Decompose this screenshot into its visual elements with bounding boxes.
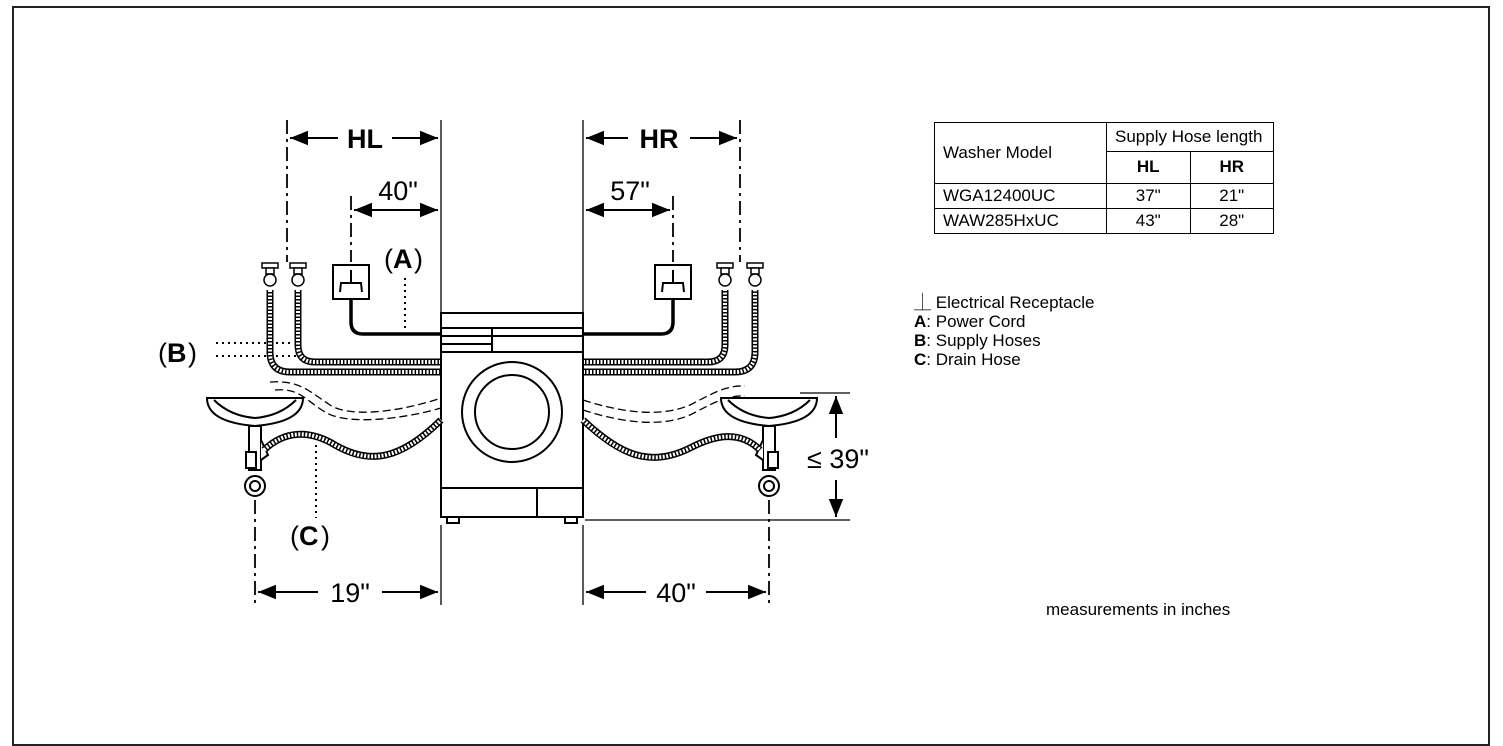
callout-c-paren-r: ) <box>321 521 330 551</box>
height-dim: ≤ 39" <box>807 444 869 474</box>
header-hose-length: Supply Hose length <box>1106 122 1274 152</box>
sink-icons <box>205 397 819 497</box>
row-model: WAW285HxUC <box>934 208 1107 234</box>
header-hl: HL <box>1106 150 1191 185</box>
extension-lines <box>440 120 850 605</box>
units-note: measurements in inches <box>1046 600 1231 619</box>
legend-c-text: : Drain Hose <box>926 350 1021 369</box>
callout-c-paren-l: ( <box>290 521 299 551</box>
legend-b-text: : Supply Hoses <box>926 331 1041 350</box>
right-receptacle-icon <box>654 264 692 300</box>
left-sink-dim: 19" <box>330 578 370 608</box>
receptacle-symbol-icon: ⏊ <box>914 293 931 312</box>
left-receptacle-icon <box>332 264 370 300</box>
legend-a-key: A <box>914 312 927 331</box>
callout-a-paren-l: ( <box>384 244 393 274</box>
dimension-arrows <box>258 130 844 600</box>
supply-hose-table: Washer Model Supply Hose length HL HR WG… <box>934 122 1274 234</box>
callout-b: B <box>167 338 187 368</box>
callout-a-paren-r: ) <box>414 244 423 274</box>
header-hr: HR <box>1189 150 1274 185</box>
washer-icon <box>440 312 584 524</box>
legend-b: B: Supply Hoses <box>914 331 1094 350</box>
left-receptacle-dim: 40" <box>378 176 418 206</box>
legend-receptacle: ⏊ Electrical Receptacle <box>914 293 1094 312</box>
header-washer-model: Washer Model <box>934 122 1107 184</box>
drain-hoses <box>261 417 763 461</box>
legend-c: C: Drain Hose <box>914 350 1094 369</box>
leader-lines <box>216 278 406 518</box>
table-row: WAW285HxUC 43" 28" <box>934 208 1274 234</box>
callout-b-paren-l: ( <box>158 338 167 368</box>
legend-b-key: B <box>914 331 927 350</box>
faucet-icons <box>261 262 764 287</box>
reference-lines <box>254 120 770 603</box>
legend-c-key: C <box>914 350 927 369</box>
hr-label: HR <box>640 124 679 154</box>
row-hl: 37" <box>1106 183 1191 209</box>
hl-label: HL <box>347 124 383 154</box>
row-hr: 21" <box>1189 183 1274 209</box>
legend-a: A: Power Cord <box>914 312 1094 331</box>
row-model: WGA12400UC <box>934 183 1107 209</box>
table-row: WGA12400UC 37" 21" <box>934 183 1274 209</box>
legend-receptacle-text: Electrical Receptacle <box>935 293 1095 312</box>
row-hl: 43" <box>1106 208 1191 234</box>
right-sink-dim: 40" <box>656 578 696 608</box>
power-cords <box>349 299 675 336</box>
right-receptacle-dim: 57" <box>610 176 650 206</box>
callout-b-paren-r: ) <box>188 338 197 368</box>
callout-a: A <box>393 244 413 274</box>
legend: ⏊ Electrical Receptacle A: Power Cord B:… <box>914 293 1094 369</box>
callout-c: C <box>299 521 319 551</box>
row-hr: 28" <box>1189 208 1274 234</box>
supply-hoses <box>266 290 759 376</box>
legend-a-text: : Power Cord <box>926 312 1026 331</box>
